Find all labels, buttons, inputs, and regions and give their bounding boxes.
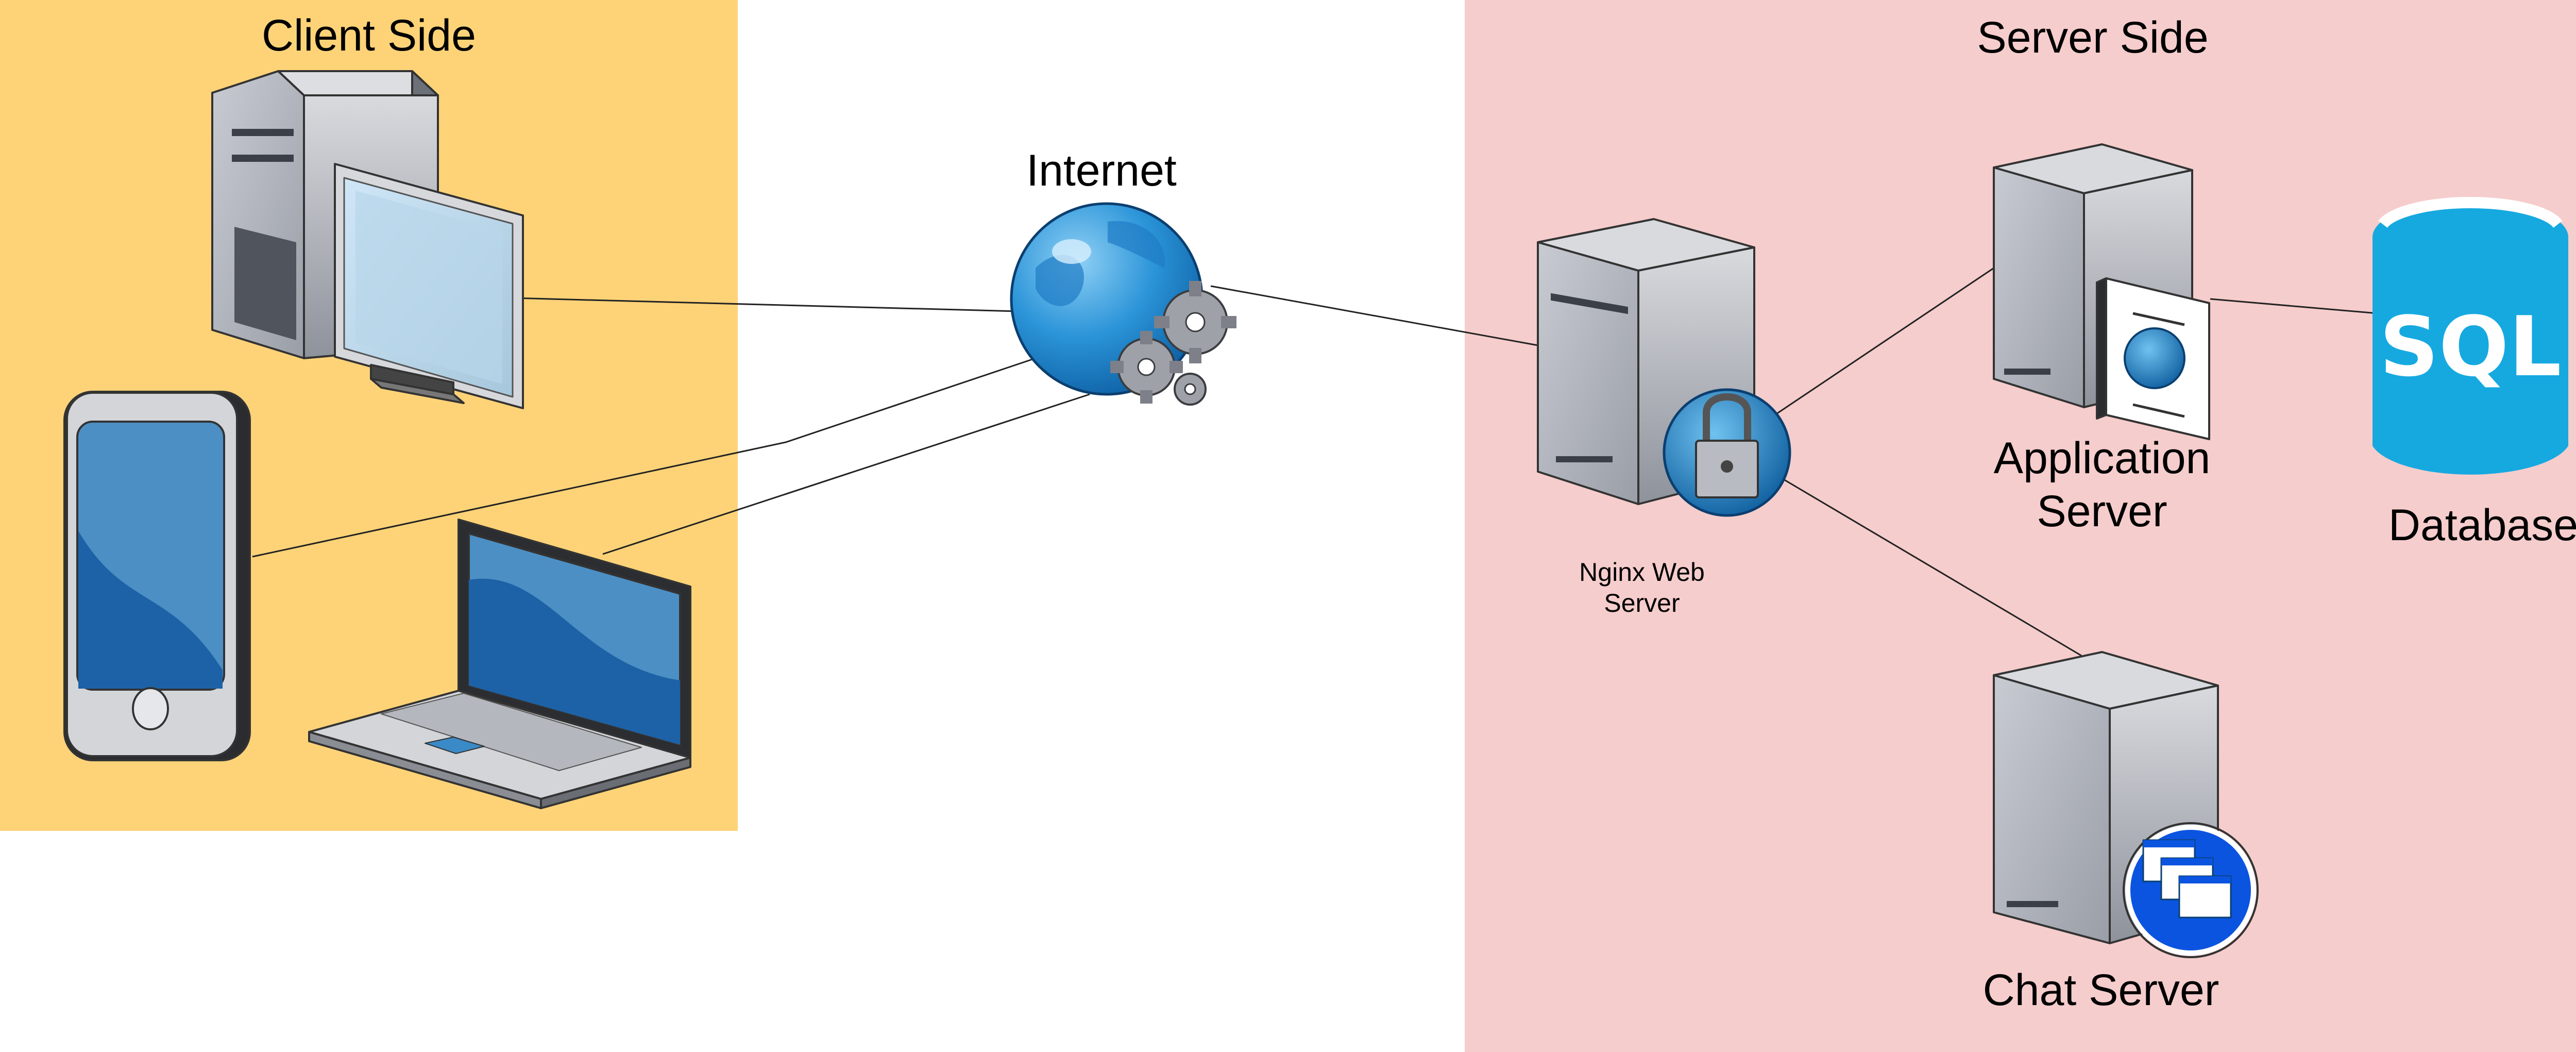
database-label: Database	[2388, 500, 2576, 550]
edge-app-server-database	[2210, 298, 2378, 314]
edge-nginx-app-server	[1774, 267, 1994, 416]
edge-internet-nginx	[1210, 285, 1538, 346]
desktop-computer-icon	[211, 70, 524, 409]
globe-gears-icon	[1010, 202, 1236, 406]
edge-desktop-internet	[510, 297, 1018, 312]
laptop-icon	[308, 519, 691, 809]
tablet-icon	[63, 391, 251, 761]
chat-server-icon	[1993, 651, 2259, 958]
edge-nginx-chat-server	[1774, 473, 2082, 657]
database-cylinder-icon: SQL	[2372, 197, 2568, 475]
internet-label: Internet	[1026, 146, 1177, 195]
nginx-web-server-label: Nginx Web Server	[1579, 558, 1705, 617]
application-server-icon	[1993, 143, 2210, 440]
application-server-label: Application Server	[1993, 433, 2211, 537]
chat-server-label: Chat Server	[1982, 965, 2219, 1015]
client-side-title: Client Side	[262, 11, 476, 60]
edge-tablet-internet	[252, 357, 1036, 558]
edge-laptop-internet	[602, 393, 1090, 555]
secure-server-icon	[1537, 218, 1791, 517]
server-side-title: Server Side	[1977, 13, 2209, 62]
database-sql-text: SQL	[2379, 298, 2561, 395]
